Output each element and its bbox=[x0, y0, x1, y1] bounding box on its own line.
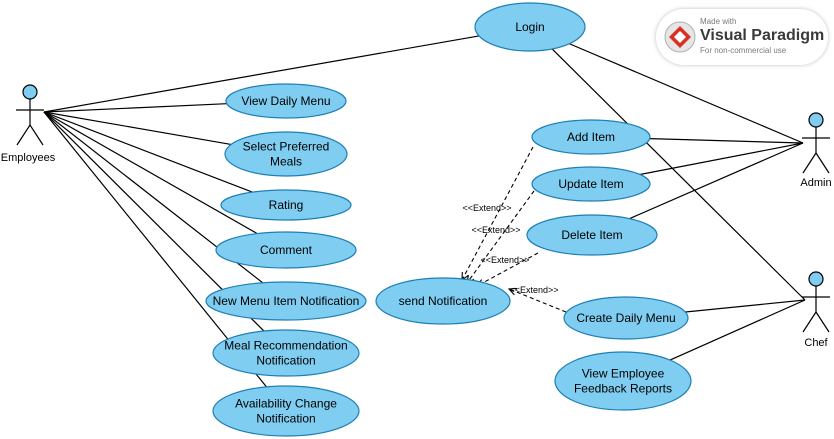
use-case-label: Meal Recommendation bbox=[224, 339, 347, 353]
use-case-ellipse bbox=[205, 281, 367, 321]
use-case-label: New Menu Item Notification bbox=[213, 294, 360, 308]
use-case-send-notification[interactable]: send Notification bbox=[375, 277, 511, 325]
use-case-ellipse bbox=[563, 296, 689, 340]
actor-left-leg bbox=[802, 311, 817, 333]
association-employees-view-daily-menu bbox=[43, 103, 227, 113]
use-case-ellipse bbox=[531, 166, 651, 202]
use-case-ellipse bbox=[531, 119, 651, 155]
extend-line-update-item bbox=[466, 190, 535, 284]
use-case-label: View Employee bbox=[582, 367, 665, 381]
actor-label-employees: Employees bbox=[1, 152, 56, 164]
use-case-create-daily-menu[interactable]: Create Daily Menu bbox=[563, 296, 689, 340]
use-case-label: Select Preferred bbox=[243, 140, 330, 154]
use-case-label: Availability Change bbox=[235, 397, 337, 411]
use-case-label: Update Item bbox=[558, 177, 623, 191]
association-employees-comment bbox=[43, 111, 258, 235]
actor-employees[interactable]: Employees bbox=[1, 84, 56, 164]
association-chef-view-employee-feedback-reports bbox=[669, 299, 806, 361]
association-lines bbox=[43, 35, 806, 388]
use-case-ellipse bbox=[212, 385, 360, 437]
actor-label-chef: Chef bbox=[804, 337, 828, 349]
use-case-rating[interactable]: Rating bbox=[220, 189, 352, 221]
use-case-label: Rating bbox=[269, 198, 304, 212]
actor-right-leg bbox=[815, 152, 830, 174]
actor-right-leg bbox=[29, 124, 44, 146]
use-case-update-item[interactable]: Update Item bbox=[531, 166, 651, 202]
use-case-ellipse bbox=[554, 351, 692, 411]
actor-label-admin: Admin bbox=[800, 177, 831, 189]
watermark-made-with: Made with bbox=[700, 17, 737, 26]
use-case-ellipse bbox=[526, 214, 658, 256]
use-case-label: Create Daily Menu bbox=[576, 311, 675, 325]
use-case-label: Delete Item bbox=[561, 228, 622, 242]
actor-admin[interactable]: Admin bbox=[800, 112, 832, 189]
visual-paradigm-logo-icon bbox=[664, 21, 696, 53]
actor-head-icon bbox=[22, 84, 38, 100]
association-employees-select-preferred-meals bbox=[43, 111, 232, 146]
extend-label-update-item: <<Extend>> bbox=[471, 225, 520, 235]
use-case-label: Feedback Reports bbox=[574, 382, 672, 396]
use-case-ellipse bbox=[215, 231, 357, 269]
actor-chef[interactable]: Chef bbox=[802, 271, 830, 349]
visual-paradigm-watermark: Made with Visual Paradigm For non-commer… bbox=[656, 9, 828, 65]
association-admin-delete-item bbox=[629, 142, 804, 220]
use-case-new-menu-item-notification[interactable]: New Menu Item Notification bbox=[205, 281, 367, 321]
extend-label-delete-item: <<Extend>> bbox=[480, 255, 529, 265]
actor-left-leg bbox=[16, 124, 31, 146]
use-case-ellipse bbox=[225, 83, 347, 119]
extend-label-add-item: <<Extend>> bbox=[462, 203, 511, 213]
actor-head-icon bbox=[808, 112, 824, 128]
association-employees-rating bbox=[43, 111, 253, 193]
association-chef-create-daily-menu bbox=[685, 299, 806, 313]
use-case-label: Meals bbox=[270, 155, 302, 169]
watermark-brand: Visual Paradigm bbox=[700, 27, 825, 44]
use-case-label: send Notification bbox=[399, 294, 488, 308]
use-case-delete-item[interactable]: Delete Item bbox=[526, 214, 658, 256]
extend-label-create-daily-menu: <<Extend>> bbox=[509, 285, 558, 295]
association-chef-login bbox=[551, 48, 806, 301]
extend-line-create-daily-menu bbox=[508, 288, 567, 313]
use-case-ellipse bbox=[474, 2, 586, 52]
extend-line-delete-item bbox=[476, 252, 539, 287]
actor-right-leg bbox=[815, 311, 830, 333]
association-employees-login bbox=[43, 35, 480, 113]
actor-left-leg bbox=[802, 152, 817, 174]
association-admin-login bbox=[569, 43, 804, 144]
use-case-label: Add Item bbox=[567, 130, 615, 144]
use-case-add-item[interactable]: Add Item bbox=[531, 119, 651, 155]
use-case-ellipse bbox=[224, 131, 348, 177]
extend-arrowhead-create-daily-menu bbox=[507, 287, 518, 296]
use-case-ellipse bbox=[375, 277, 511, 325]
actor-head-icon bbox=[808, 271, 824, 287]
use-case-label: Notification bbox=[256, 412, 315, 426]
association-admin-add-item bbox=[649, 138, 804, 144]
use-case-ellipse bbox=[212, 329, 360, 377]
watermark-note: For non-commercial use bbox=[700, 46, 787, 55]
use-case-label: Notification bbox=[256, 354, 315, 368]
association-admin-update-item bbox=[639, 142, 804, 176]
use-case-comment[interactable]: Comment bbox=[215, 231, 357, 269]
use-case-label: Login bbox=[515, 20, 544, 34]
use-case-view-daily-menu[interactable]: View Daily Menu bbox=[225, 83, 347, 119]
use-case-login[interactable]: Login bbox=[474, 2, 586, 52]
use-case-label: View Daily Menu bbox=[241, 94, 330, 108]
use-case-label: Comment bbox=[260, 243, 313, 257]
use-case-ellipse bbox=[220, 189, 352, 221]
